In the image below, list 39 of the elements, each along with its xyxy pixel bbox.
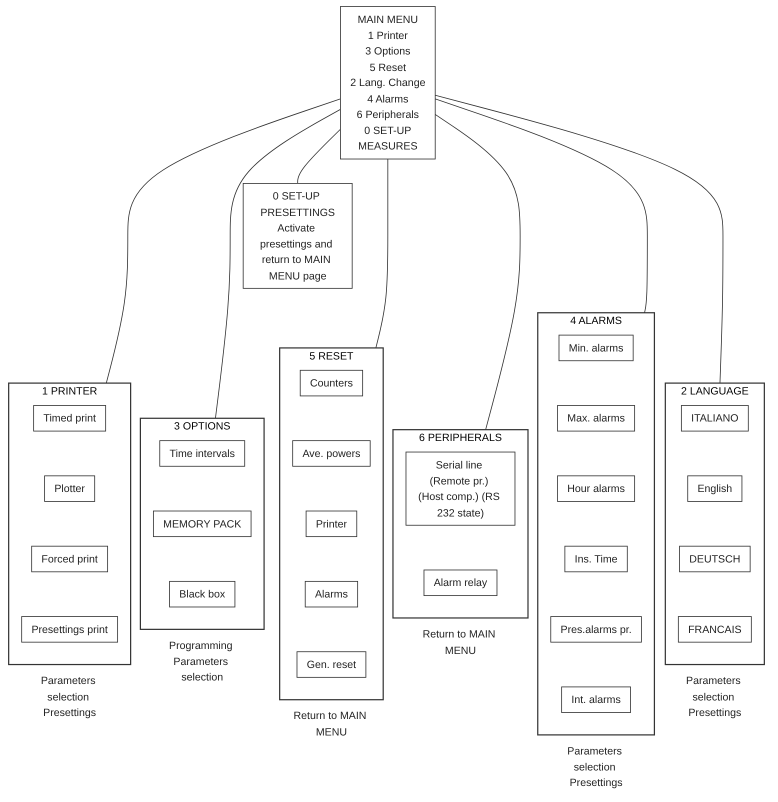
- menu-box: FRANCAIS: [678, 616, 752, 643]
- connector: [106, 98, 341, 384]
- menu-box: 0 SET-UP PRESETTINGS Activate presettings and return to MAIN MENU page: [242, 183, 353, 289]
- menu-box: Alarm relay: [424, 570, 498, 596]
- menu-box: MAIN MENU 1 Printer 3 Options 5 Reset 2 Lang. Change 4 Alarms 6 Peripherals 0 SET-UP MEASURES: [340, 6, 436, 160]
- menu-box: English: [687, 475, 742, 502]
- menu-box: Serial line (Remote pr.) (Host comp.) (RS 232 state): [406, 452, 516, 526]
- connector: [434, 114, 521, 430]
- menu-box: Counters: [300, 370, 364, 396]
- connector: [215, 108, 341, 419]
- connector: [434, 98, 648, 314]
- note-text: Parameters selection Presettings: [567, 744, 623, 789]
- menu-box: ITALIANO: [680, 405, 749, 432]
- menu-box: Int. alarms: [561, 686, 631, 713]
- menu-box: Alarms: [304, 580, 358, 608]
- menu-box: Plotter: [44, 475, 96, 502]
- menu-box: Hour alarms: [557, 475, 636, 502]
- menu-box: Max. alarms: [557, 405, 636, 432]
- menu-box: Time intervals: [159, 440, 246, 467]
- menu-box: Printer: [306, 510, 358, 538]
- menu-box: Ins. Time: [564, 546, 628, 572]
- note-text: Return to MAIN MENU: [422, 628, 496, 656]
- menu-box: Ave. powers: [292, 440, 371, 467]
- menu-box: Gen. reset: [296, 651, 366, 678]
- connector: [297, 128, 341, 184]
- note-text: Parameters selection Presettings: [686, 674, 742, 718]
- note-text: Programming Parameters selection: [169, 639, 232, 684]
- menu-box: Pres.alarms pr.: [550, 616, 642, 643]
- menu-box: DEUTSCH: [679, 546, 751, 572]
- menu-box: Min. alarms: [558, 334, 634, 362]
- menu-box: Black box: [169, 580, 236, 608]
- connector: [434, 94, 724, 384]
- note-text: Return to MAIN MENU: [294, 709, 366, 738]
- connector: [375, 158, 388, 348]
- menu-box: Forced print: [31, 546, 108, 572]
- menu-box: MEMORY PACK: [153, 510, 252, 538]
- note-text: Parameters selection Presettings: [40, 674, 96, 718]
- menu-box: Timed print: [33, 405, 106, 432]
- menu-box: Presettings print: [21, 616, 118, 643]
